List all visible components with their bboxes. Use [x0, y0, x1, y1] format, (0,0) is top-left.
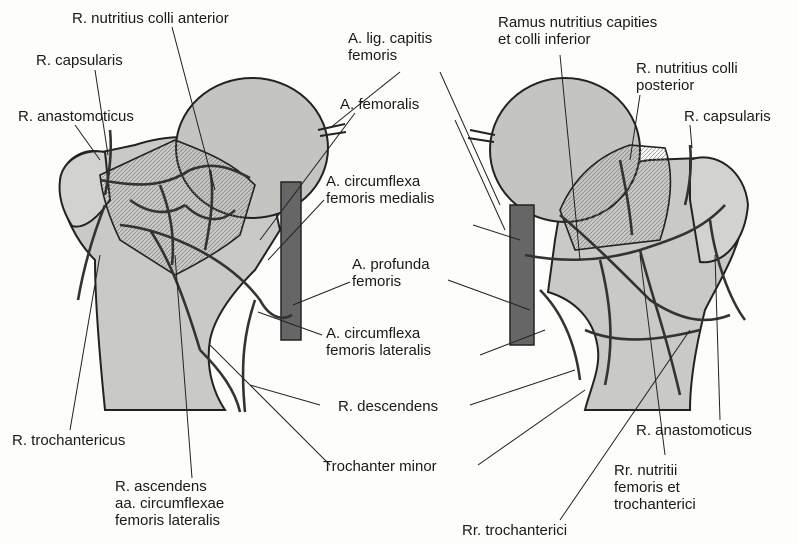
label-r-capsularis-left: R. capsularis	[36, 52, 123, 69]
label-rr-nutritii: Rr. nutritii femoris et trochanterici	[614, 462, 696, 513]
label-a-lig-capitis-femoris: A. lig. capitis femoris	[348, 30, 432, 64]
label-ramus-nutritius-capitis: Ramus nutritius capities et colli inferi…	[498, 14, 657, 48]
label-a-profunda-femoris: A. profunda femoris	[352, 256, 430, 290]
label-r-capsularis-right: R. capsularis	[684, 108, 771, 125]
label-r-ascendens: R. ascendens aa. circumflexae femoris la…	[115, 478, 224, 529]
label-trochanter-minor: Trochanter minor	[323, 458, 437, 475]
right-femur	[468, 78, 748, 410]
label-a-circumflexa-femoris-medialis: A. circumflexa femoris medialis	[326, 173, 434, 207]
label-r-nutritius-colli-posterior: R. nutritius colli posterior	[636, 60, 738, 94]
label-a-femoralis: A. femoralis	[340, 96, 419, 113]
label-r-anastomoticus-left: R. anastomoticus	[18, 108, 134, 125]
label-r-nutritius-colli-anterior: R. nutritius colli anterior	[72, 10, 229, 27]
label-rr-trochanterici: Rr. trochanterici	[462, 522, 567, 539]
right-femoral-artery-stump	[510, 205, 534, 345]
label-r-trochantericus: R. trochantericus	[12, 432, 125, 449]
left-femur	[60, 78, 347, 412]
label-a-circumflexa-femoris-lateralis: A. circumflexa femoris lateralis	[326, 325, 431, 359]
label-r-anastomoticus-right: R. anastomoticus	[636, 422, 752, 439]
label-r-descendens: R. descendens	[338, 398, 438, 415]
